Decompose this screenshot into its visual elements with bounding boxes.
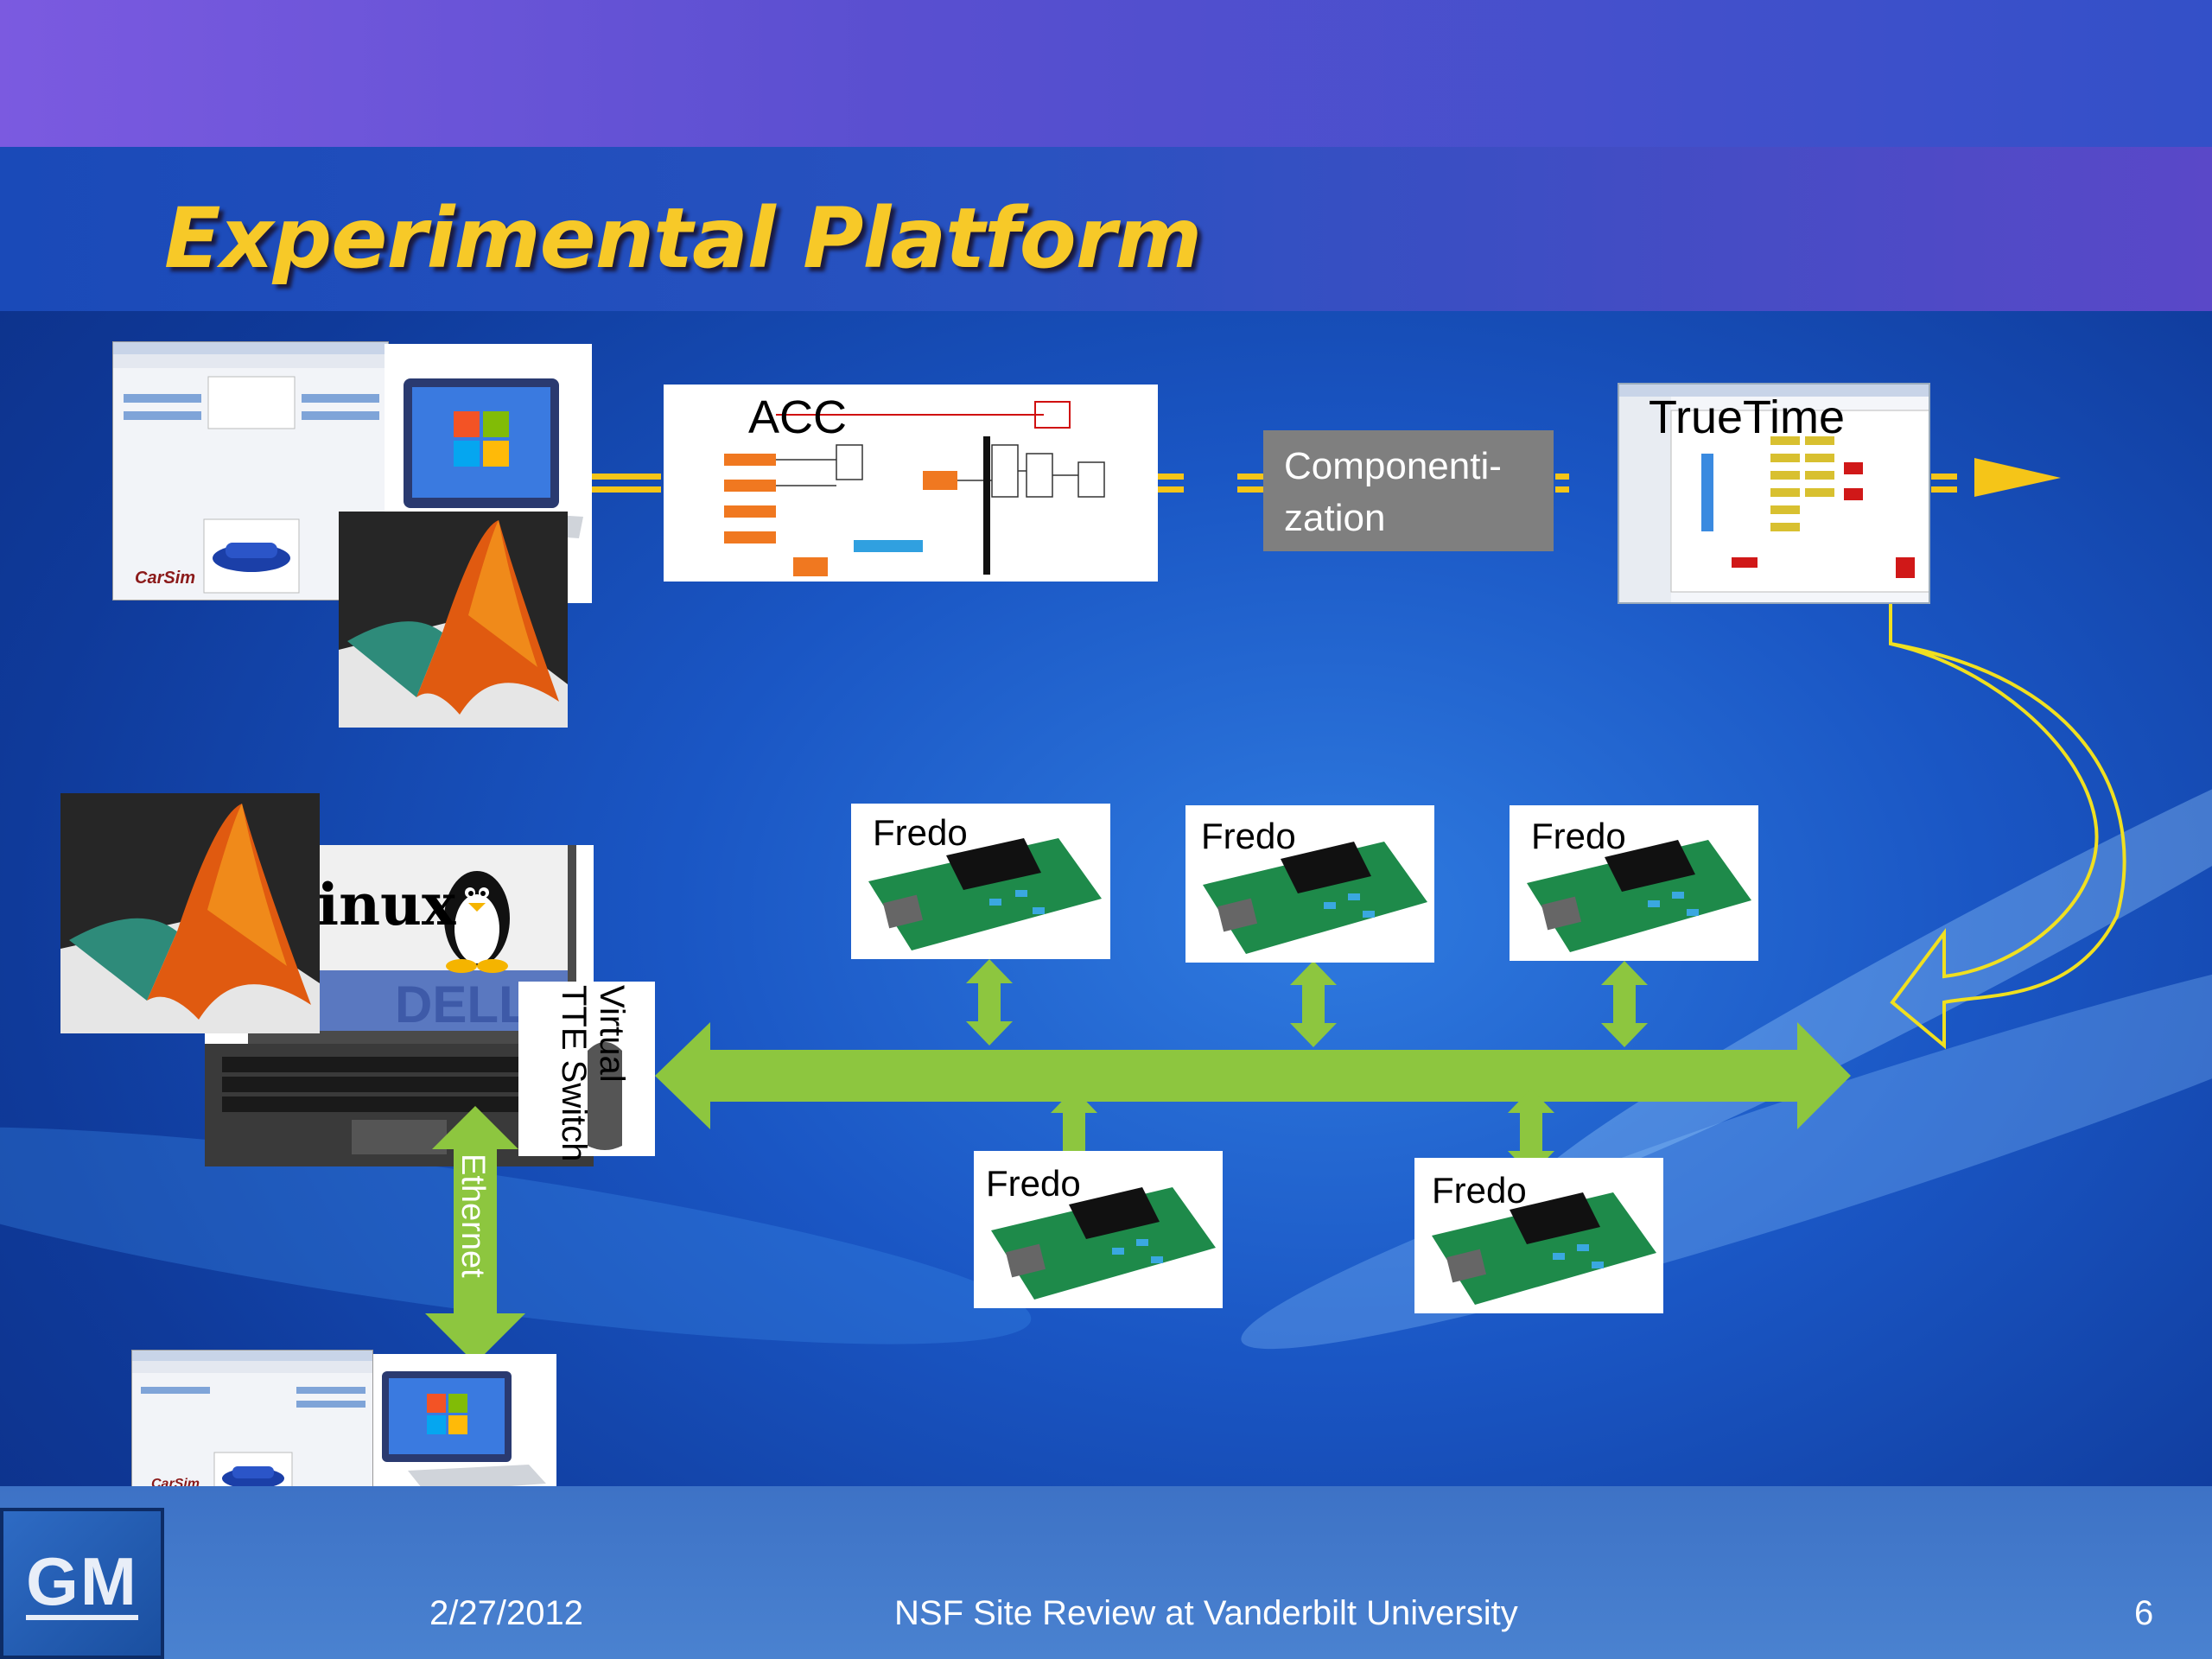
gm-logo-text: GM [26,1542,138,1620]
switch-graphic [518,982,655,1156]
fredo-node: Fredo [1414,1158,1663,1313]
node-connector-arrow [1601,961,1648,1047]
circuit-board-icon [974,1151,1223,1308]
fredo-label: Fredo [986,1163,1081,1204]
connector-lines [592,474,1957,493]
acc-label: ACC [748,391,848,443]
node-connector-arrow [1508,1089,1554,1175]
matlab-logo-bottom [60,793,320,1033]
circuit-board-icon [1414,1158,1663,1313]
virtual-tte-switch-panel [518,982,655,1156]
circuit-board-icon [1185,805,1434,963]
truetime-model-graphic [1619,385,1929,602]
matlab-membrane-icon [339,512,568,728]
laptop-brand-text: DELL [395,976,531,1033]
fredo-label: Fredo [873,812,968,853]
header-band [0,0,2212,147]
circuit-board-icon [1510,805,1758,961]
feedback-curve-arrow [1889,581,2126,1050]
windows-monitor-icon [382,1371,546,1492]
slide-title: Experimental Platform [164,190,1202,287]
componentization-label: Componenti-zation [1284,445,1502,539]
componentization-box: Componenti-zation [1263,430,1554,551]
fredo-label: Fredo [1201,816,1296,856]
fredo-node: Fredo [1510,805,1758,961]
main-bus-arrow [655,1022,1851,1129]
footer-date: 2/27/2012 [429,1594,583,1632]
fredo-label: Fredo [1531,816,1626,856]
windows-monitor-icon [404,378,583,538]
fredo-label: Fredo [1432,1170,1527,1211]
circuit-board-icon [851,804,1110,959]
truetime-label: TrueTime [1649,391,1846,443]
output-arrow-icon [1974,458,2061,497]
footer-band [0,1486,2212,1659]
carsim-screenshot-bottom: CarSim [131,1350,373,1501]
node-connector-arrow [966,959,1013,1046]
node-connector-arrow [1290,961,1337,1047]
carsim-window-graphic [113,342,388,594]
footer-center-text: NSF Site Review at Vanderbilt University [894,1594,1518,1632]
footer-page-number: 6 [2134,1594,2154,1632]
matlab-logo-top [339,512,568,728]
windows-computer-image-bottom [373,1354,556,1501]
linux-text: inux [317,871,456,938]
ethernet-arrow [425,1106,525,1363]
simulink-blocks-graphic [664,385,1158,582]
title-band [0,147,2212,311]
carsim-logo-text: CarSim [135,569,196,588]
fredo-node: Fredo [974,1151,1223,1308]
matlab-membrane-icon [60,793,320,1033]
truetime-screenshot [1618,383,1930,604]
ethernet-label: Ethernet [454,1154,491,1278]
fredo-node: Fredo [1185,805,1434,963]
acc-simulink-diagram [664,385,1158,582]
fredo-node: Fredo [851,804,1110,959]
gm-logo: GM [0,1508,164,1659]
